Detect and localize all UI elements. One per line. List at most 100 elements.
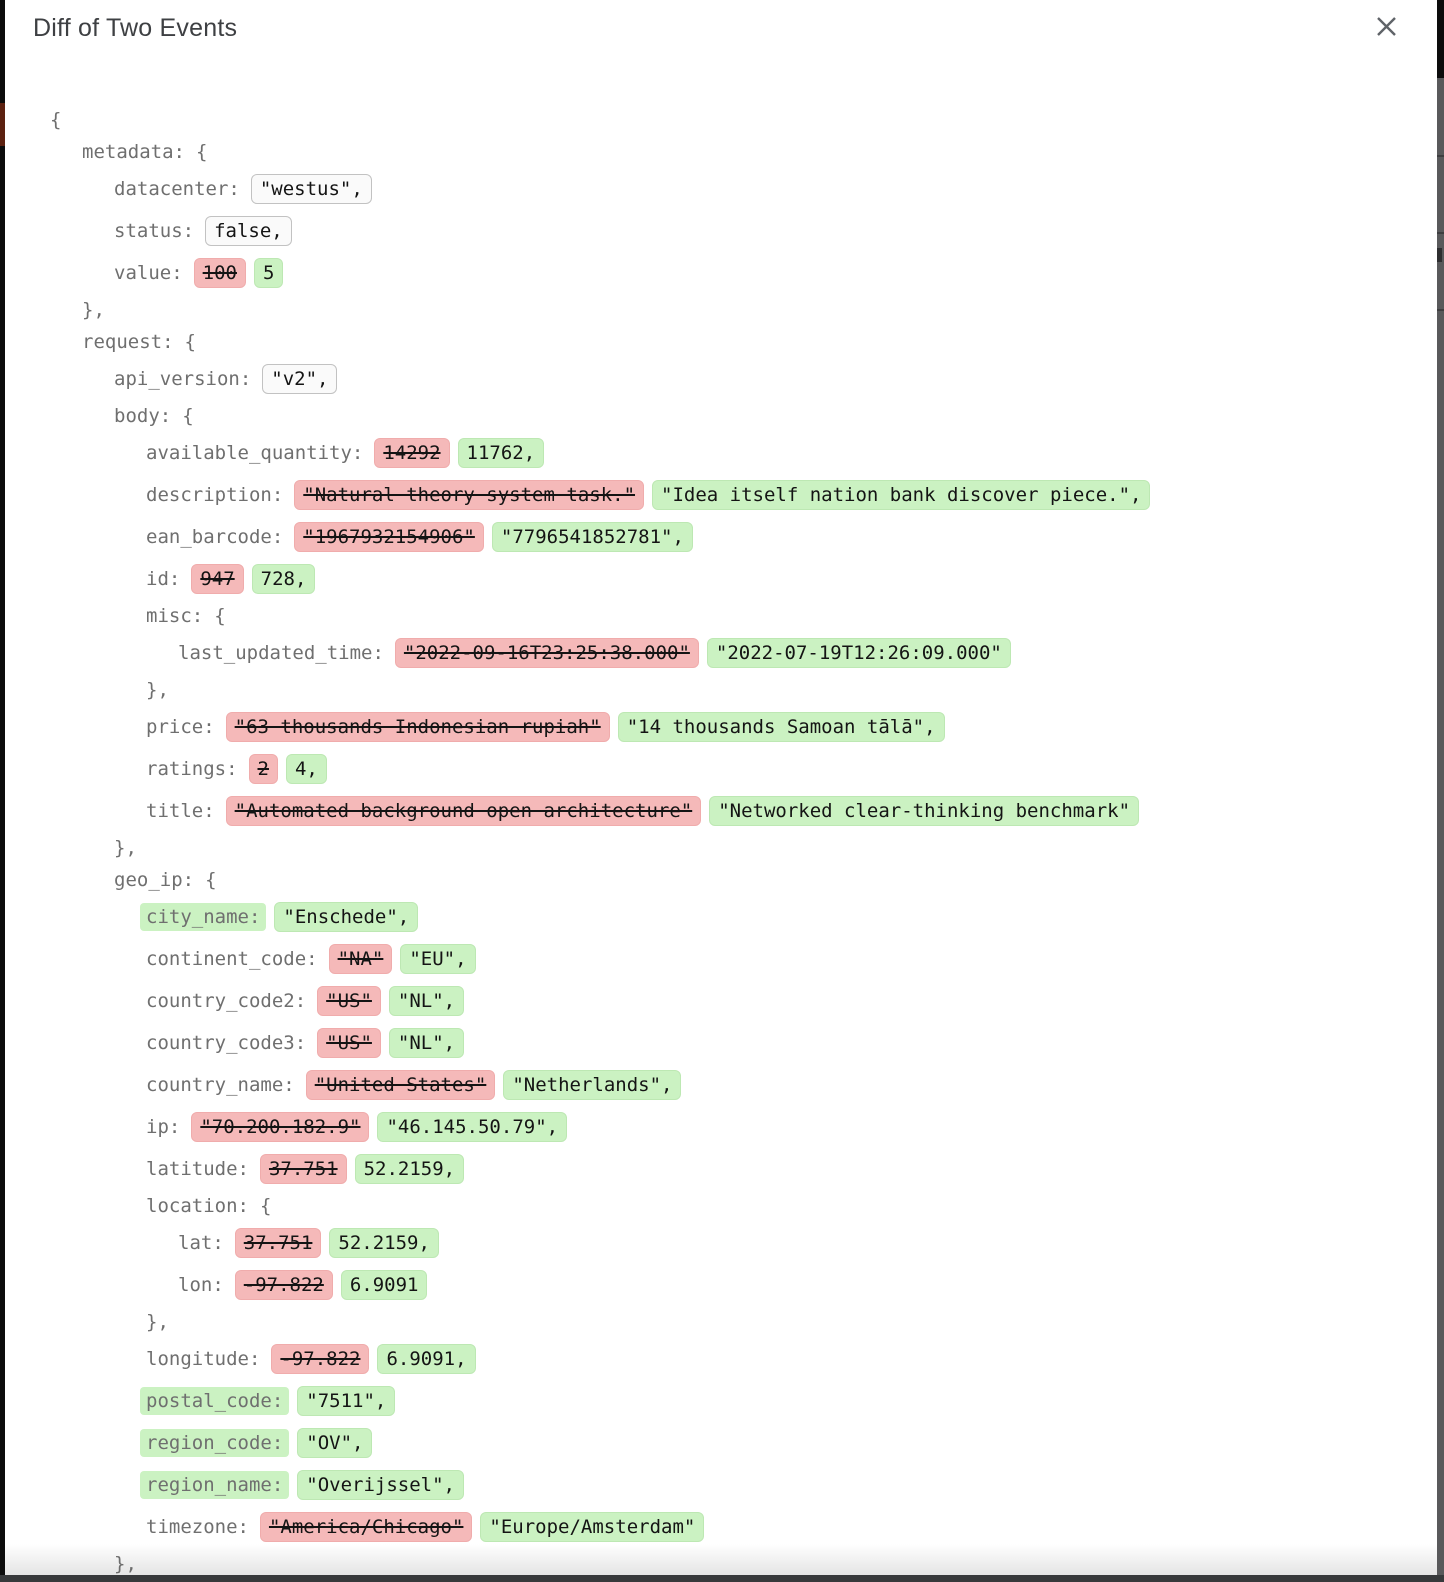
json-row: body: { — [5, 400, 1437, 432]
json-brace: }, — [146, 679, 169, 701]
json-key: body: — [114, 405, 172, 427]
json-key: country_code2: — [146, 990, 307, 1012]
page-edge-right-top — [1437, 0, 1444, 78]
unchanged-value-chip: false, — [205, 216, 292, 246]
json-row: status: false, — [5, 210, 1437, 252]
removed-value-chip: "US" — [317, 1028, 381, 1058]
json-row: last_updated_time: "2022-09-16T23:25:38.0… — [5, 632, 1437, 674]
removed-value-chip: "Natural theory system task." — [294, 480, 645, 510]
added-value-chip: 6.9091, — [377, 1344, 476, 1374]
json-brace: }, — [114, 837, 137, 859]
page-edge-right — [1437, 0, 1444, 1582]
json-row: }, — [5, 674, 1437, 706]
json-key: ip: — [146, 1116, 181, 1138]
edge-divider — [1437, 155, 1444, 157]
page-edge-accent — [0, 103, 5, 146]
added-value-chip: "NL", — [388, 1028, 465, 1058]
json-key: country_code3: — [146, 1032, 307, 1054]
json-key: longitude: — [146, 1348, 261, 1370]
edge-divider — [1437, 232, 1444, 234]
removed-value-chip: "2022-09-16T23:25:38.000" — [394, 638, 699, 668]
added-value-chip: "Networked clear-thinking benchmark" — [709, 796, 1140, 826]
removed-value-chip: "70.200.182.9" — [191, 1112, 370, 1142]
json-key: value: — [114, 262, 183, 284]
added-value-chip: "Overijssel", — [297, 1470, 464, 1500]
added-value-chip: "NL", — [388, 986, 465, 1016]
json-row: continent_code: "NA""EU", — [5, 938, 1437, 980]
removed-value-chip: "America/Chicago" — [259, 1512, 473, 1542]
json-row: }, — [5, 294, 1437, 326]
unchanged-value-chip: "v2", — [262, 364, 338, 394]
json-row: geo_ip:{ — [5, 864, 1437, 896]
added-value-chip: 52.2159, — [354, 1154, 465, 1184]
page-edge-left — [0, 0, 5, 1582]
removed-value-chip: 947 — [191, 564, 244, 594]
removed-value-chip: 37.751 — [234, 1228, 322, 1258]
added-value-chip: "46.145.50.79", — [377, 1112, 568, 1142]
removed-value-chip: 100 — [193, 258, 246, 288]
json-key-added: region_code: — [140, 1429, 290, 1457]
json-brace: }, — [114, 1553, 137, 1575]
json-row: country_code2: "US""NL", — [5, 980, 1437, 1022]
added-value-chip: "Netherlands", — [503, 1070, 682, 1100]
json-key: title: — [146, 800, 215, 822]
json-row: location:{ — [5, 1190, 1437, 1222]
removed-value-chip: "United States" — [305, 1070, 496, 1100]
edge-divider — [1437, 309, 1444, 311]
added-value-chip: "Idea itself nation bank discover piece.… — [652, 480, 1151, 510]
added-value-chip: "14 thousands Samoan tālā", — [617, 712, 945, 742]
json-brace: { — [214, 605, 226, 627]
json-diff-view[interactable]: { metadata: { datacenter: "westus", status: fa… — [5, 104, 1437, 1580]
diff-modal: Diff of Two Events {metadata:{datacenter… — [5, 0, 1437, 1575]
added-value-chip: 5 — [253, 258, 284, 288]
added-value-chip: "Europe/Amsterdam" — [480, 1512, 705, 1542]
json-key: datacenter: — [114, 178, 240, 200]
json-key: lon: — [178, 1274, 224, 1296]
json-row: price:"63 thousands Indonesian rupiah""1… — [5, 706, 1437, 748]
removed-value-chip: 2 — [248, 754, 278, 784]
json-brace: { — [205, 869, 217, 891]
json-row: api_version: "v2", — [5, 358, 1437, 400]
json-key: continent_code: — [146, 948, 318, 970]
json-key: status: — [114, 220, 195, 242]
json-key-added: postal_code: — [140, 1387, 290, 1415]
edge-glyph — [1437, 248, 1442, 262]
json-key: metadata: — [82, 141, 185, 163]
json-brace: { — [182, 405, 194, 427]
json-row: { — [5, 104, 1437, 136]
json-key: last_updated_time: — [178, 642, 384, 664]
json-key-added: region_name: — [140, 1471, 290, 1499]
removed-value-chip: "Automated background open architecture" — [225, 796, 702, 826]
added-value-chip: 4, — [285, 754, 327, 784]
json-brace: }, — [82, 299, 105, 321]
added-value-chip: "EU", — [400, 944, 476, 974]
json-row: ip: "70.200.182.9""46.145.50.79", — [5, 1106, 1437, 1148]
removed-value-chip: "US" — [317, 986, 381, 1016]
close-button[interactable] — [1371, 13, 1401, 43]
json-row: request:{ — [5, 326, 1437, 358]
added-value-chip: "Enschede", — [274, 902, 419, 932]
added-value-chip: "7796541852781", — [491, 522, 693, 552]
json-key: lat: — [178, 1232, 224, 1254]
json-row: misc:{ — [5, 600, 1437, 632]
removed-value-chip: "63 thousands Indonesian rupiah" — [225, 712, 610, 742]
json-key: api_version: — [114, 368, 252, 390]
json-key: country_name: — [146, 1074, 295, 1096]
removed-value-chip: "NA" — [328, 944, 393, 974]
added-value-chip: "2022-07-19T12:26:09.000" — [706, 638, 1011, 668]
json-brace: { — [195, 141, 208, 163]
json-key: id: — [146, 568, 181, 590]
removed-value-chip: 37.751 — [259, 1154, 347, 1184]
removed-value-chip: -97.822 — [271, 1344, 370, 1374]
json-row: ean_barcode:"1967932154906""779654185278… — [5, 516, 1437, 558]
json-key: location: — [146, 1195, 249, 1217]
unchanged-value-chip: "westus", — [250, 174, 372, 204]
json-key: ratings: — [146, 758, 238, 780]
json-key: request: — [82, 331, 174, 353]
